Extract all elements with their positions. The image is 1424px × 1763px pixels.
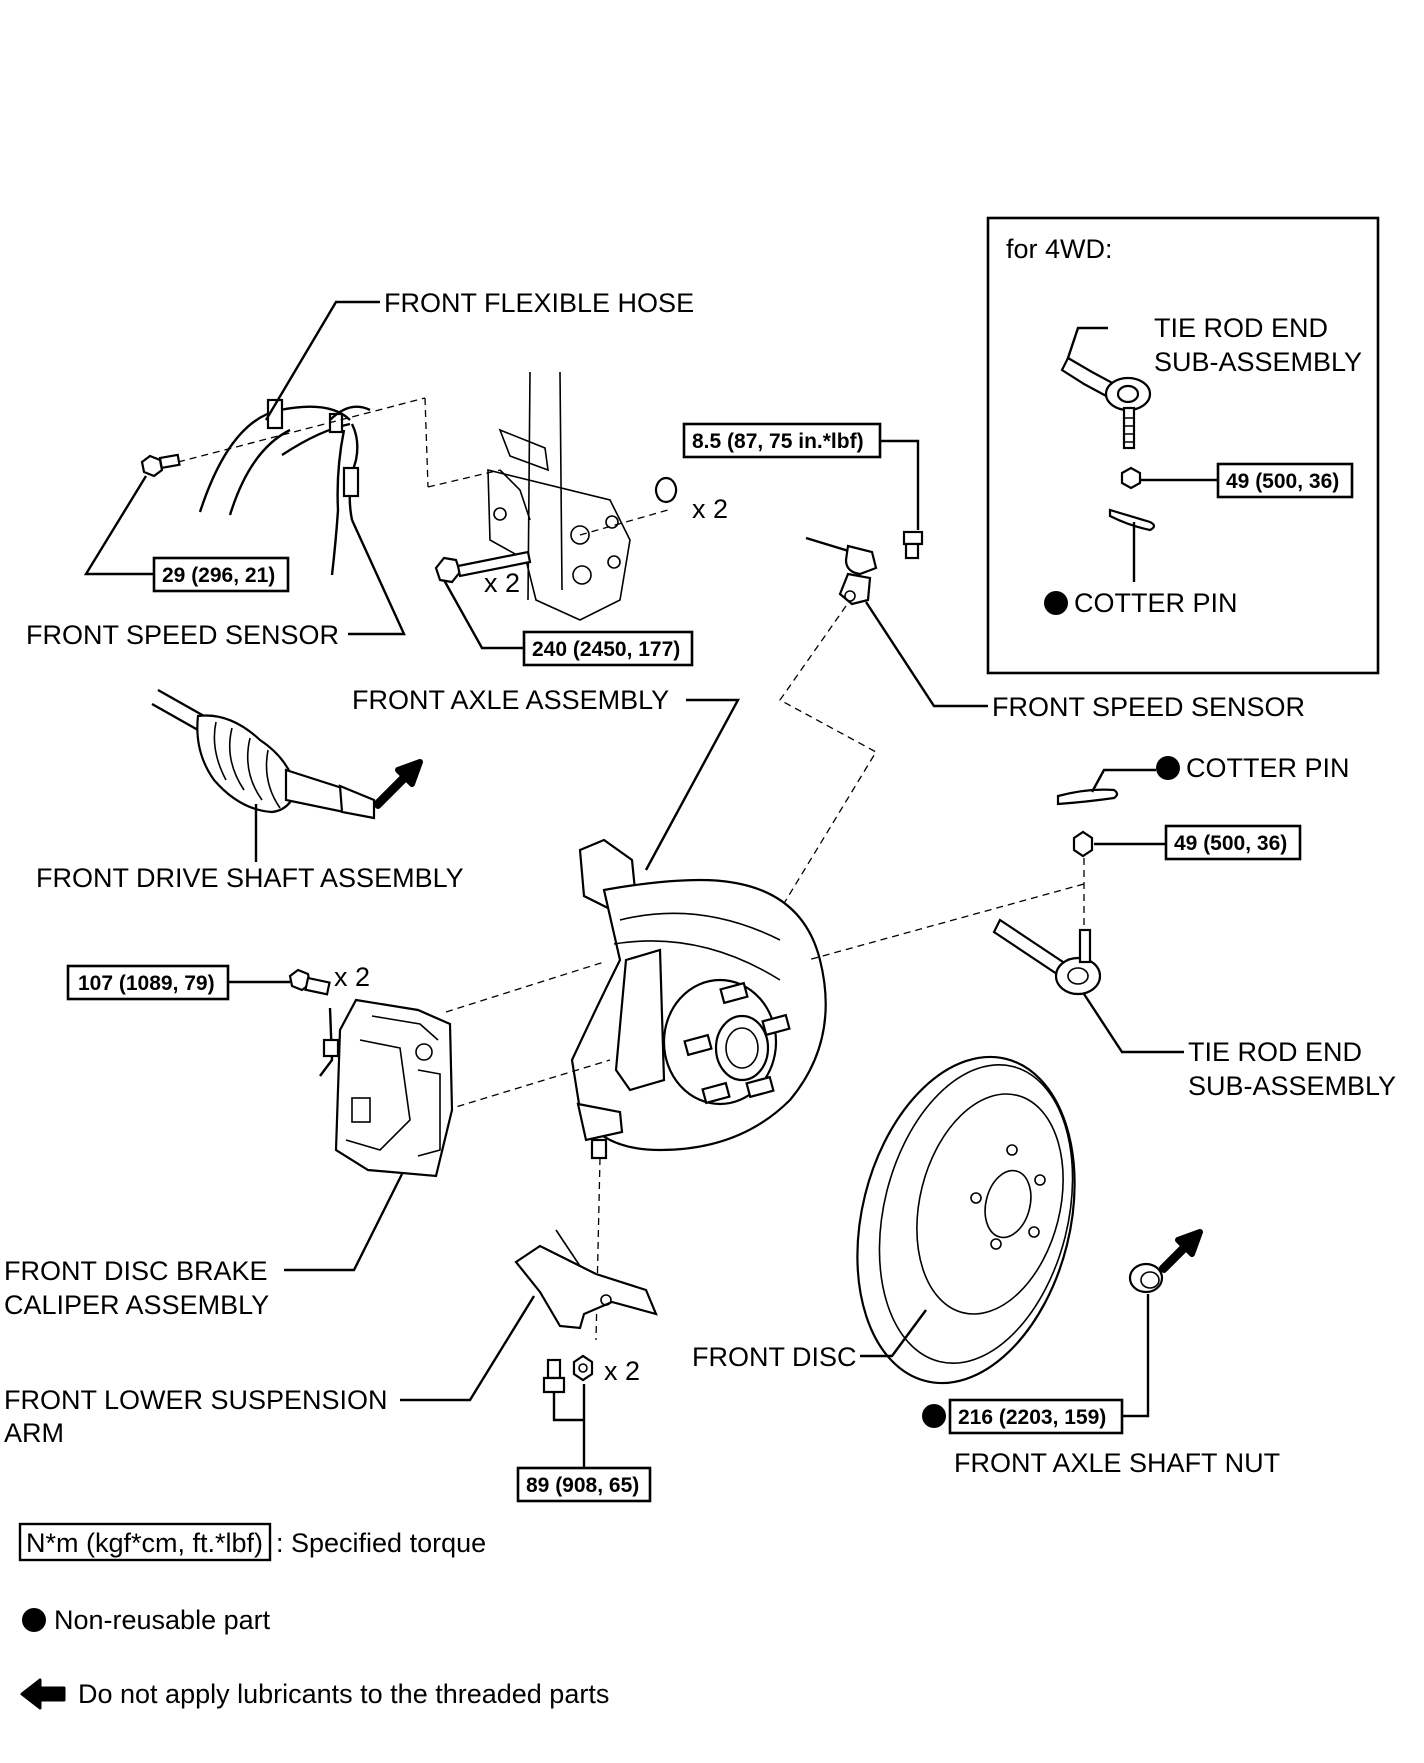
speed-sensor-right-drawing	[805, 536, 878, 606]
legend-no-lubricant-text: Do not apply lubricants to the threaded …	[78, 1679, 609, 1709]
label-front-disc: FRONT DISC	[692, 1342, 857, 1372]
leader-caliper	[284, 1173, 404, 1272]
inset-torque-box	[1216, 462, 1354, 499]
leader-tie-rod	[1082, 993, 1184, 1054]
inset-nut-icon	[1120, 466, 1142, 490]
inset-tie-rod-label-2: SUB-ASSEMBLY	[1154, 347, 1362, 377]
inset-frame	[986, 216, 1380, 675]
leader-flexible-hose	[264, 300, 380, 421]
legend-arrow-icon	[20, 1678, 66, 1710]
qty-lower-arm-nut: x 2	[604, 1356, 640, 1386]
legend-non-reusable-text: Non-reusable part	[54, 1605, 271, 1635]
torque-box-speed-sensor-left	[152, 556, 290, 593]
inset-tie-rod-leader	[1066, 326, 1108, 359]
caliper-drawing	[319, 998, 454, 1178]
label-caliper-2: CALIPER ASSEMBLY	[4, 1290, 269, 1320]
torque-lower-arm: 89 (908, 65)	[526, 1474, 639, 1497]
torque-box-speed-sensor-right	[682, 422, 882, 459]
torque-box-caliper	[66, 964, 230, 1001]
no-lubricant-arrow-icon	[373, 759, 423, 809]
torque-axle-nut: 216 (2203, 159)	[958, 1406, 1106, 1429]
axle-shaft-nut-icon	[1128, 1262, 1164, 1294]
knuckle-nut-icon	[654, 476, 678, 504]
label-front-speed-sensor-left: FRONT SPEED SENSOR	[26, 620, 339, 650]
label-front-axle-assembly: FRONT AXLE ASSEMBLY	[352, 685, 669, 715]
label-lower-arm-1: FRONT LOWER SUSPENSION	[4, 1385, 388, 1415]
qty-caliper-bolt: x 2	[334, 962, 370, 992]
inset-cotter-pin-icon	[1108, 508, 1156, 532]
torque-caliper: 107 (1089, 79)	[78, 972, 215, 995]
tie-rod-end-drawing	[992, 918, 1102, 996]
legend-torque-units: N*m (kgf*cm, ft.*lbf)	[26, 1528, 263, 1558]
speed-sensor-bolt-left	[140, 453, 181, 478]
lower-arm-nut-icon	[572, 1354, 594, 1382]
cotter-pin-non-reusable-dot	[1156, 756, 1180, 780]
lower-arm-drawing	[514, 1229, 658, 1330]
inset-tie-rod-label-1: TIE ROD END	[1154, 313, 1328, 343]
inset-tie-rod-end-drawing	[1060, 356, 1152, 450]
label-front-drive-shaft-assembly: FRONT DRIVE SHAFT ASSEMBLY	[36, 863, 464, 893]
legend: N*m (kgf*cm, ft.*lbf) : Specified torque…	[18, 1522, 609, 1710]
torque-speed-sensor-right: 8.5 (87, 75 in.*lbf)	[692, 430, 864, 453]
leader-cotter-pin	[1090, 768, 1156, 793]
drive-shaft-drawing	[151, 688, 376, 820]
qty-knuckle-nut: x 2	[692, 494, 728, 524]
torque-box-axle-nut	[948, 1398, 1124, 1435]
speed-sensor-bolt-right	[902, 530, 924, 560]
flexible-hose-drawing	[198, 398, 371, 576]
leader-bolt-right	[880, 439, 920, 530]
legend-non-reusable-dot-icon	[22, 1608, 46, 1632]
label-front-flexible-hose: FRONT FLEXIBLE HOSE	[384, 288, 694, 318]
torque-box-tie-rod	[1164, 824, 1302, 861]
caliper-bolt-icon	[288, 968, 331, 996]
lower-arm-bolt-icon	[542, 1358, 566, 1394]
leader-front-axle	[644, 698, 741, 871]
label-cotter-pin: COTTER PIN	[1186, 753, 1350, 783]
leader-bolt-left	[83, 475, 154, 576]
label-lower-arm-2: ARM	[4, 1418, 64, 1448]
label-tie-rod-end-1: TIE ROD END	[1188, 1037, 1362, 1067]
axle-nut-non-reusable-dot	[922, 1404, 946, 1428]
torque-speed-sensor-left: 29 (296, 21)	[162, 564, 275, 587]
leader-speed-sensor-right	[864, 601, 988, 708]
leader-speed-sensor-left	[348, 519, 406, 636]
torque-box-lower-arm	[516, 1466, 652, 1503]
leader-front-disc	[860, 1309, 927, 1358]
torque-knuckle-bolt: 240 (2450, 177)	[532, 638, 680, 661]
inset-cotter-pin-label: COTTER PIN	[1074, 588, 1238, 618]
inset-non-reusable-dot	[1044, 591, 1068, 615]
torque-tie-rod: 49 (500, 36)	[1174, 832, 1287, 855]
label-front-speed-sensor-right: FRONT SPEED SENSOR	[992, 692, 1305, 722]
inset-torque-value: 49 (500, 36)	[1226, 470, 1339, 493]
front-disc-drawing	[856, 1055, 1076, 1385]
qty-knuckle-bolt: x 2	[484, 568, 520, 598]
legend-torque-text: : Specified torque	[276, 1528, 486, 1558]
label-caliper-1: FRONT DISC BRAKE	[4, 1256, 268, 1286]
leader-lower-arm	[400, 1295, 536, 1402]
legend-torque-box	[18, 1522, 272, 1562]
leader-knuckle-bolt	[442, 579, 524, 650]
label-front-axle-shaft-nut: FRONT AXLE SHAFT NUT	[954, 1448, 1280, 1478]
inset-4wd: for 4WD: TIE ROD END SUB-ASSEMBLY 49 (50…	[986, 216, 1380, 675]
axle-nut-no-lubricant-arrow-icon	[1159, 1229, 1203, 1273]
knuckle-bolt-icon	[434, 550, 532, 584]
tie-rod-nut-icon	[1072, 830, 1094, 858]
cotter-pin-icon	[1056, 788, 1119, 806]
inset-title: for 4WD:	[1006, 234, 1113, 264]
torque-box-knuckle-bolt	[522, 630, 694, 667]
label-tie-rod-end-2: SUB-ASSEMBLY	[1188, 1071, 1396, 1101]
leader-axle-nut	[1122, 1294, 1150, 1418]
front-axle-drawing	[570, 838, 827, 1160]
